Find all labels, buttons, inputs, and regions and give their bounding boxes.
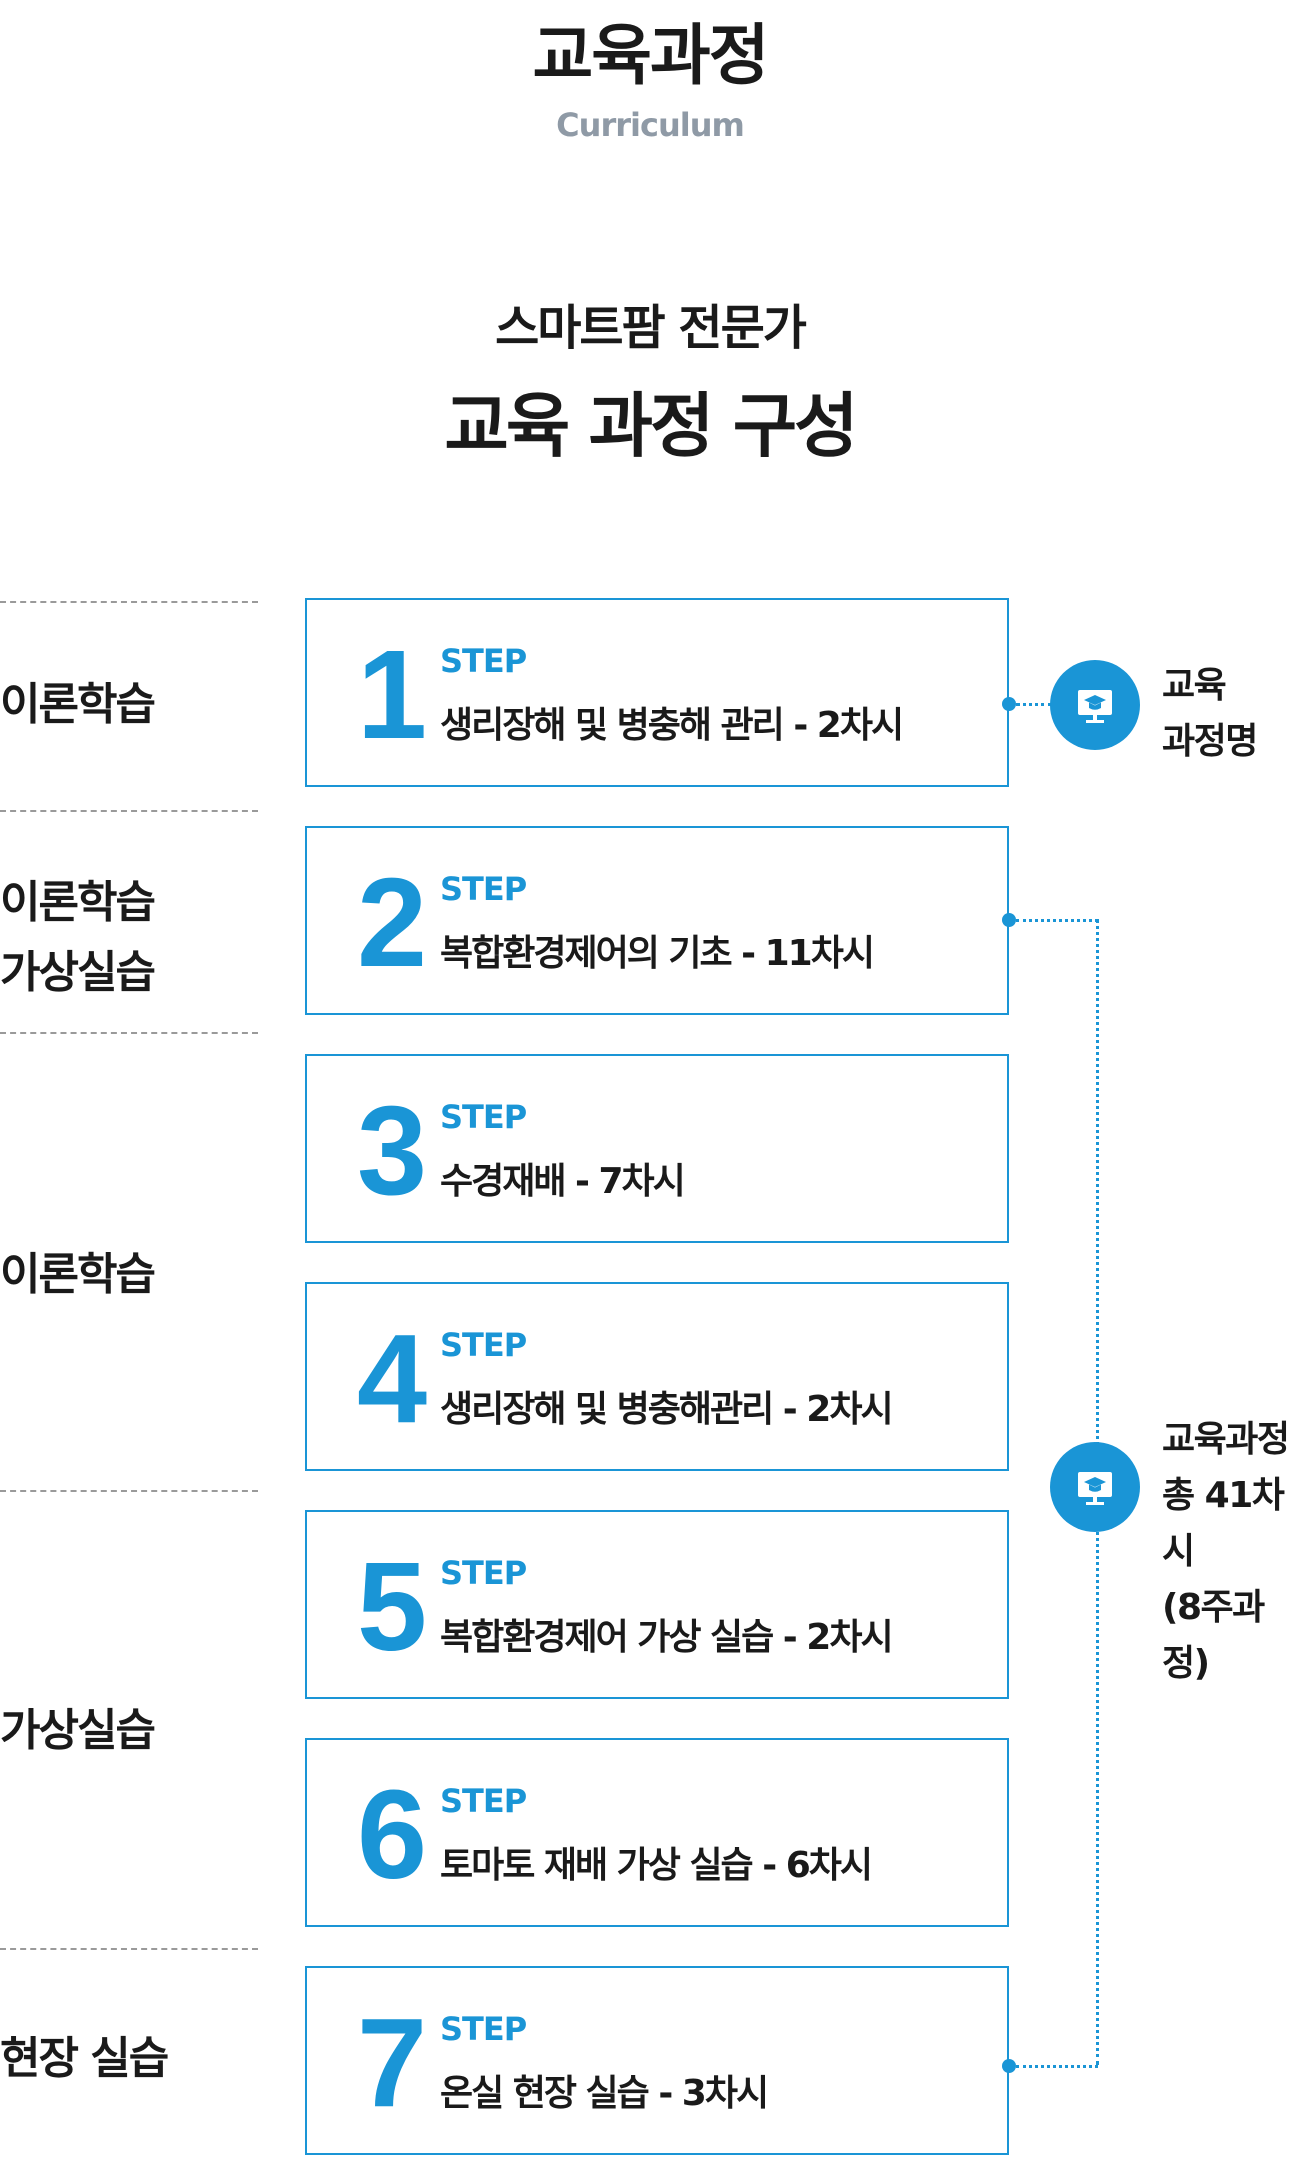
monitor-graduation-cap-icon [1078, 690, 1112, 723]
step-tag: STEP [440, 2010, 527, 2048]
step-card-5: 5 STEP 복합환경제어 가상 실습 - 2차시 [305, 1510, 1009, 1699]
step-tag: STEP [440, 1782, 527, 1820]
step-card-7: 7 STEP 온실 현장 실습 - 3차시 [305, 1966, 1009, 2155]
step-number: 1 [356, 624, 428, 765]
step-number: 5 [356, 1536, 428, 1677]
step-tag: STEP [440, 1554, 527, 1592]
step-tag: STEP [440, 1326, 527, 1364]
step-title: 복합환경제어 가상 실습 - 2차시 [440, 1617, 894, 1658]
step-card-6: 6 STEP 토마토 재배 가상 실습 - 6차시 [305, 1738, 1009, 1927]
step-number: 3 [356, 1080, 428, 1221]
step-title: 복합환경제어의 기초 - 11차시 [440, 933, 875, 974]
page-title: 교육과정 [532, 17, 770, 94]
step-tag: STEP [440, 870, 527, 908]
step-title: 생리장해 및 병충해 관리 - 2차시 [440, 705, 904, 746]
section-heading-main: 교육 과정 구성 [444, 385, 858, 467]
step-title: 생리장해 및 병충해관리 - 2차시 [440, 1389, 894, 1430]
step-number: 4 [356, 1308, 428, 1449]
category-divider [0, 601, 258, 603]
category-theory: 이론학습 [0, 1249, 156, 1300]
category-field-practice: 현장 실습 [0, 2033, 169, 2084]
step-card-3: 3 STEP 수경재배 - 7차시 [305, 1054, 1009, 1243]
connector-dot [1002, 2059, 1016, 2073]
category-virtual-practice: 가상실습 [0, 1705, 156, 1756]
step-title: 수경재배 - 7차시 [440, 1161, 686, 1202]
page-subtitle: Curriculum [556, 106, 745, 144]
course-name-badge [1050, 660, 1140, 750]
monitor-graduation-cap-icon [1078, 1472, 1112, 1505]
course-total-badge [1050, 1442, 1140, 1532]
category-theory: 이론학습 [0, 679, 156, 730]
connector-dot [1002, 697, 1016, 711]
step-card-1: 1 STEP 생리장해 및 병충해 관리 - 2차시 [305, 598, 1009, 787]
step-card-2: 2 STEP 복합환경제어의 기초 - 11차시 [305, 826, 1009, 1015]
connector-line [1016, 703, 1052, 706]
step-number: 2 [356, 852, 428, 993]
category-divider [0, 1948, 258, 1950]
category-divider [0, 1032, 258, 1034]
category-divider [0, 1490, 258, 1492]
step-card-4: 4 STEP 생리장해 및 병충해관리 - 2차시 [305, 1282, 1009, 1471]
category-divider [0, 810, 258, 812]
category-theory-virtual: 이론학습 가상실습 [0, 877, 156, 998]
section-heading: 스마트팜 전문가 [495, 300, 807, 356]
course-name-label: 교육 과정명 [1162, 665, 1258, 762]
step-title: 토마토 재배 가상 실습 - 6차시 [440, 1845, 873, 1886]
step-number: 6 [356, 1764, 428, 1905]
step-tag: STEP [440, 642, 527, 680]
connector-dot [1002, 913, 1016, 927]
step-number: 7 [356, 1992, 428, 2133]
connector-line [1016, 2065, 1098, 2068]
step-title: 온실 현장 실습 - 3차시 [440, 2073, 769, 2114]
connector-line [1016, 919, 1098, 922]
course-total-label: 교육과정 총 41차시 (8주과정) [1162, 1419, 1290, 1684]
step-tag: STEP [440, 1098, 527, 1136]
